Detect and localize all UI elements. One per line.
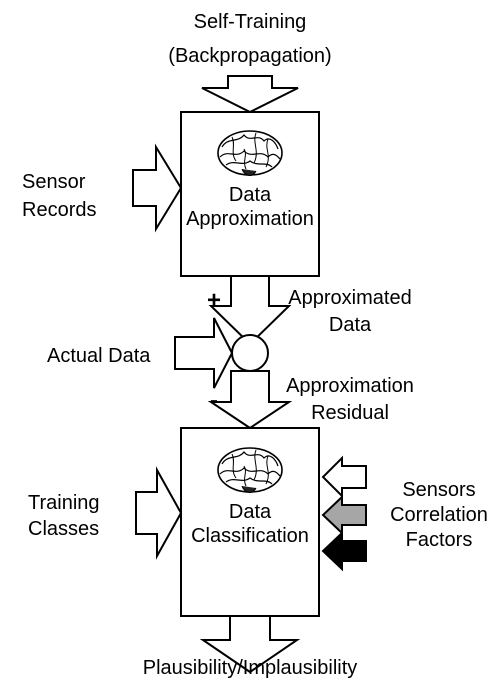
residual-line1: Approximation: [286, 375, 414, 397]
actual-data-label: Actual Data: [47, 345, 151, 367]
sensor-records-line1: Sensor: [22, 171, 86, 193]
correlation-line3: Factors: [405, 529, 473, 551]
correlation-arrow-gray: [321, 494, 367, 536]
training-classes-arrow: [135, 466, 183, 560]
training-classes-line2: Classes: [28, 518, 100, 540]
box1-line2: Approximation: [186, 208, 314, 230]
approximated-data-arrow: [208, 275, 292, 346]
approximated-data-line2: Data: [328, 314, 372, 336]
approximation-residual-label: Approximation Residual: [276, 374, 424, 425]
box2-line2: Classification: [191, 525, 309, 547]
data-approximation-label: Data Approximation: [181, 183, 319, 231]
correlation-line2: Correlation: [390, 504, 488, 526]
comparator-circle: [231, 334, 269, 372]
sensor-records-label: Sensor Records: [22, 170, 96, 222]
box2-line1: Data: [228, 501, 272, 523]
approximated-data-label: Approximated Data: [280, 286, 420, 337]
training-classes-line1: Training: [28, 492, 100, 514]
sensor-records-line2: Records: [22, 199, 97, 221]
approximated-data-line1: Approximated: [288, 287, 412, 309]
correlation-arrow-white: [321, 455, 367, 499]
top-input-line2: (Backpropagation): [168, 45, 332, 67]
top-input-arrow: [201, 75, 299, 114]
top-input-line1: Self-Training: [193, 11, 307, 33]
correlation-arrow-black: [321, 530, 367, 572]
top-input-label: Self-Training (Backpropagation): [150, 10, 350, 68]
output-arrow: [199, 615, 301, 674]
residual-line2: Residual: [311, 402, 389, 424]
actual-data-arrow: [174, 317, 234, 389]
training-classes-label: Training Classes: [28, 491, 100, 541]
sensors-correlation-label: Sensors Correlation Factors: [380, 478, 498, 552]
output-label: Plausibility/Implausibility: [142, 657, 358, 679]
brain-icon: [217, 130, 283, 177]
brain-icon: [217, 447, 283, 494]
approximation-residual-arrow: [207, 370, 293, 430]
data-classification-label: Data Classification: [181, 500, 319, 548]
box1-line1: Data: [228, 184, 272, 206]
correlation-line1: Sensors: [402, 479, 476, 501]
plus-sign: +: [207, 287, 222, 314]
sensor-records-arrow: [132, 143, 183, 233]
minus-sign: -: [210, 387, 218, 414]
